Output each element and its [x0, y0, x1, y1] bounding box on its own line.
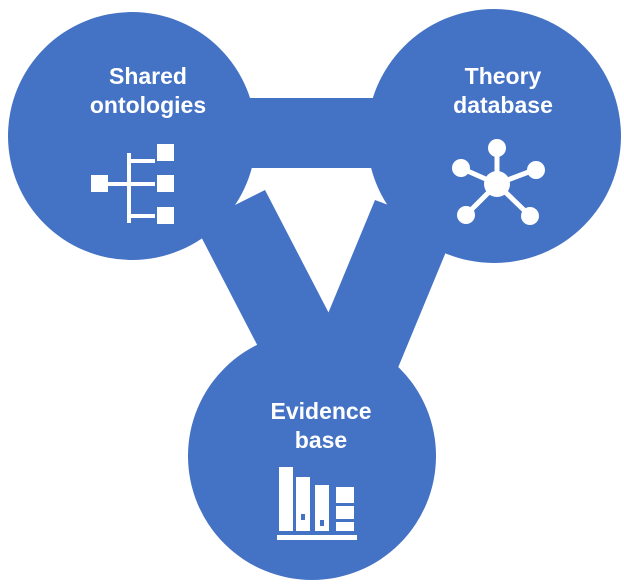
connectors: [195, 98, 455, 375]
books-shelf-icon: [277, 467, 357, 540]
connector-theory-evidence: [315, 200, 455, 375]
node-circle-evidence-base[interactable]: [188, 332, 436, 580]
node-circle-shared-ontologies[interactable]: [8, 12, 256, 260]
hierarchy-tree-icon: [91, 144, 174, 224]
node-label-evidence-base: Evidence base: [271, 398, 372, 453]
node-label-theory-database: Theory database: [453, 63, 553, 118]
label-line-theory: Theory: [465, 63, 542, 89]
node-circle-theory-database[interactable]: [367, 9, 621, 263]
label-line-ontologies: ontologies: [90, 92, 206, 118]
label-line-shared: Shared: [109, 63, 187, 89]
label-line-evidence: Evidence: [271, 398, 372, 424]
network-hub-icon: [452, 139, 545, 225]
connector-ontologies-theory: [230, 98, 400, 168]
label-line-base: base: [295, 427, 347, 453]
node-label-shared-ontologies: Shared ontologies: [90, 63, 206, 118]
connector-ontologies-evidence: [195, 190, 335, 360]
label-line-database: database: [453, 92, 553, 118]
